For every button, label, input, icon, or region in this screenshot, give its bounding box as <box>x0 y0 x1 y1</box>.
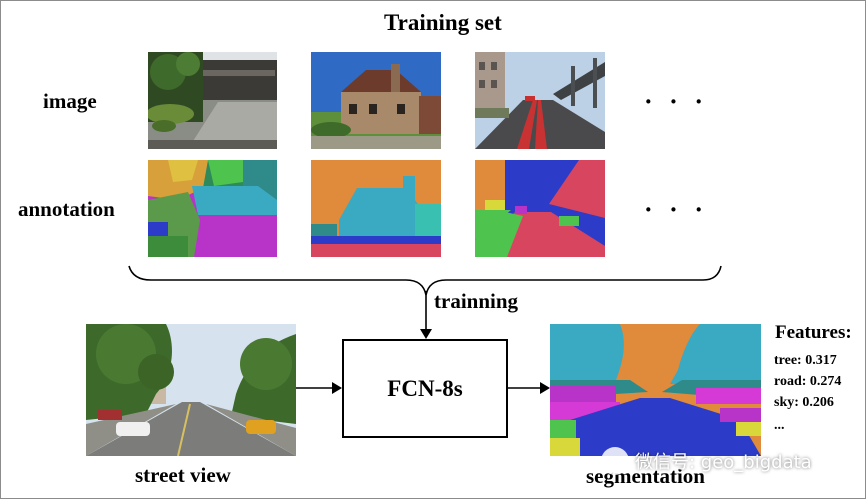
training-image-house <box>311 52 441 149</box>
feature-road: road: 0.274 <box>774 374 841 390</box>
training-set-brace <box>128 265 722 296</box>
output-arrow-head <box>540 382 550 394</box>
fcn-8s-label: FCN-8s <box>387 375 463 401</box>
feature-sky-value: 0.206 <box>802 395 834 410</box>
trainning-label: trainning <box>434 289 519 313</box>
fcn-8s-model-box: FCN-8s <box>342 339 508 438</box>
feature-tree-value: 0.317 <box>805 353 837 368</box>
more-images-ellipsis: · · · <box>644 87 709 116</box>
more-annotations-ellipsis: · · · <box>644 195 709 224</box>
wechat-icon <box>601 447 629 475</box>
feature-road-value: 0.274 <box>809 374 842 389</box>
row-label-image: image <box>43 89 97 113</box>
feature-sky: sky: 0.206 <box>774 395 834 411</box>
annotation-house <box>311 160 441 257</box>
training-image-street <box>475 52 605 149</box>
row-label-annotation: annotation <box>18 197 115 221</box>
feature-tree: tree: 0.317 <box>774 353 837 369</box>
street-view-label: street view <box>135 463 231 487</box>
street-view-photo <box>86 324 296 456</box>
watermark-text: 微信号: geo_bigdata <box>635 452 812 473</box>
training-image-garden <box>148 52 277 149</box>
features-title: Features: <box>775 322 852 343</box>
watermark: 微信号: geo_bigdata <box>601 446 812 476</box>
features-more-ellipsis: ... <box>774 418 785 433</box>
feature-tree-name: tree: <box>774 353 802 368</box>
annotation-garden <box>148 160 277 257</box>
feature-road-name: road: <box>774 374 807 389</box>
input-arrow-head <box>332 382 342 394</box>
training-arrow-head <box>420 329 432 339</box>
annotation-street <box>475 160 605 257</box>
training-set-title: Training set <box>384 10 502 35</box>
segmentation-output <box>550 324 761 456</box>
feature-sky-name: sky: <box>774 395 799 410</box>
